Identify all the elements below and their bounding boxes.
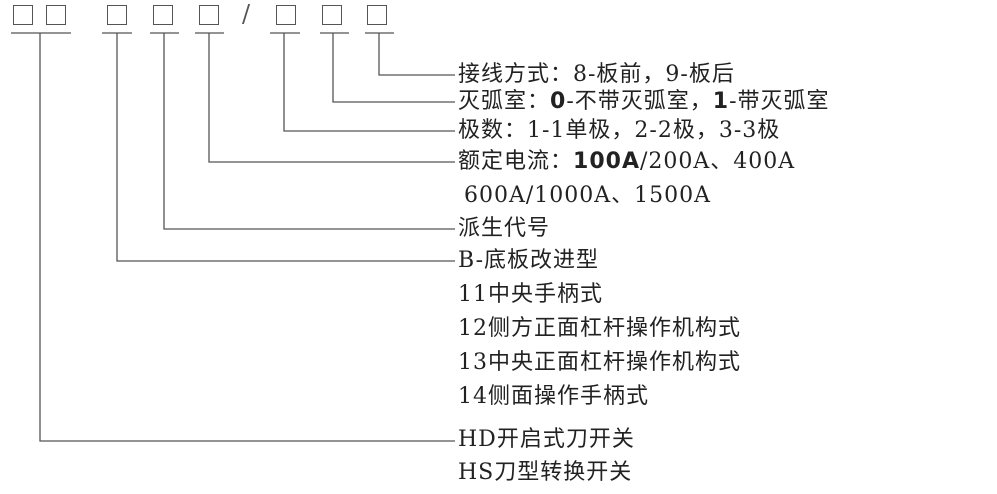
label-rated-current-2: 600A/1000A、1500A (464, 183, 712, 208)
label-type-hd: HD开启式刀开关 (458, 427, 635, 452)
label-design-12: 12侧方正面杠杆操作机构式 (458, 316, 741, 341)
label-design-14: 14侧面操作手柄式 (458, 384, 649, 409)
arc-code-0: 0 (550, 89, 567, 114)
arc-code-1: 1 (712, 89, 730, 114)
code-box-6 (276, 5, 296, 25)
label-rated-current: 额定电流：100A/200A、400A (458, 149, 795, 175)
code-box-3 (107, 5, 127, 25)
current-rest: /200A、400A (639, 149, 796, 174)
code-box-2 (46, 5, 66, 25)
label-design-11: 11中央手柄式 (458, 282, 603, 307)
code-box-8 (367, 5, 387, 25)
label-design-13: 13中央正面杠杆操作机构式 (458, 350, 741, 375)
current-100a: 100A (573, 149, 640, 174)
code-box-5 (199, 5, 219, 25)
current-prefix: 额定电流： (458, 149, 574, 174)
code-box-7 (322, 5, 342, 25)
label-type-hs: HS刀型转换开关 (458, 460, 633, 485)
arc-post: -带灭弧室 (729, 89, 830, 114)
label-poles: 极数：1-1单极，2-2极，3-3极 (458, 118, 781, 143)
code-box-1 (13, 5, 33, 25)
label-arc-chamber: 灭弧室：0-不带灭弧室，1-带灭弧室 (458, 89, 830, 115)
arc-mid: -不带灭弧室， (566, 89, 713, 114)
label-design-b: B-底板改进型 (458, 248, 600, 273)
label-wiring: 接线方式：8-板前，9-板后 (458, 62, 735, 87)
slash-separator: / (242, 0, 251, 28)
arc-prefix: 灭弧室： (458, 89, 551, 114)
code-box-4 (153, 5, 173, 25)
label-derived-code: 派生代号 (458, 216, 551, 241)
